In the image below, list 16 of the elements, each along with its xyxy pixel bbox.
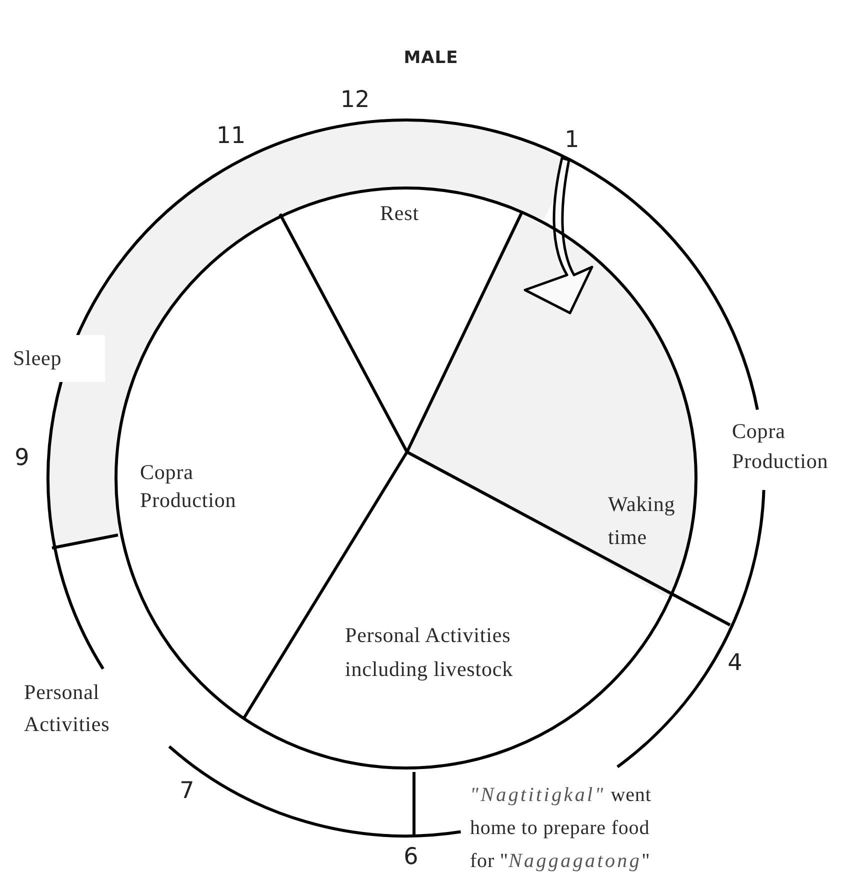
segment-label: Sleep	[13, 345, 63, 372]
diagram-title: MALE	[402, 48, 460, 68]
segment-label: Copra Production	[732, 418, 830, 475]
segment-label: "Nagtitigkal" went home to prepare food for "Naggagatong"	[470, 783, 652, 874]
hour-number: 11	[216, 123, 246, 149]
hour-number: 1	[564, 127, 580, 153]
hour-number: 7	[180, 778, 194, 804]
hour-number: 6	[404, 844, 418, 870]
segment-label: Copra Production	[140, 459, 238, 514]
segment-label: Personal Activities including livestock	[345, 622, 514, 683]
segment-label: Personal Activities	[24, 679, 111, 738]
segment-label: Rest	[380, 200, 420, 227]
hour-number: 4	[728, 650, 742, 676]
segment-label: Waking time	[608, 491, 676, 551]
hour-number: 9	[14, 445, 30, 471]
hour-number: 12	[340, 87, 370, 113]
